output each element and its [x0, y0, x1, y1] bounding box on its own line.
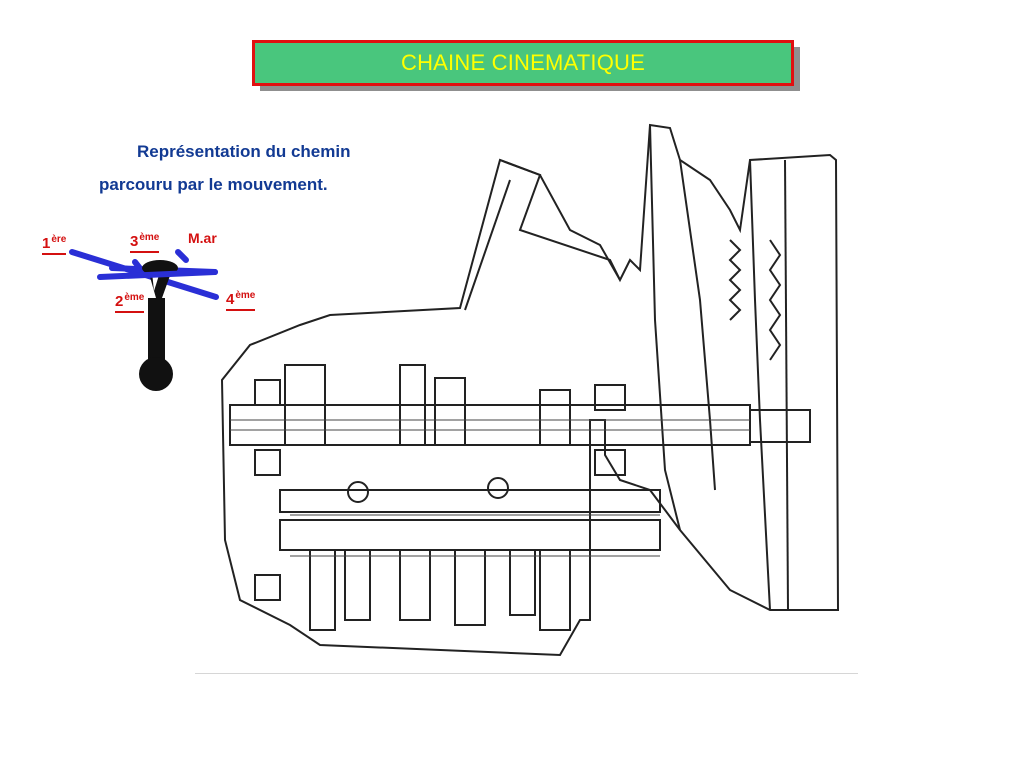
gear-number: 2 — [115, 293, 124, 310]
gear-i — [509, 549, 536, 616]
gear-d — [284, 364, 326, 446]
bearing-3 — [254, 574, 281, 601]
caption-line-1: Représentation du chemin — [137, 142, 351, 161]
gear-suffix: ère — [51, 234, 67, 245]
gear-number: 3 — [130, 233, 139, 250]
gear-number: 1 — [42, 235, 51, 252]
fork-link — [464, 179, 511, 311]
gear-g — [399, 549, 431, 621]
page-title: CHAINE CINEMATIQUE — [401, 50, 645, 75]
gear-a — [399, 364, 426, 446]
bearing-4 — [594, 384, 626, 411]
divider-line — [195, 673, 858, 674]
bell-housing-line — [649, 124, 681, 531]
bearing-2 — [254, 449, 281, 476]
gear-j — [539, 549, 571, 631]
lever-shaft — [148, 298, 165, 370]
pressure-spring — [768, 239, 782, 361]
clutch-plate — [679, 159, 716, 491]
gear-label-third: 3ème — [130, 232, 160, 253]
bearing-5 — [594, 449, 626, 476]
gear-label-second: 2ème — [115, 292, 145, 313]
gearbox-cross-section — [220, 123, 840, 657]
gear-f — [344, 549, 371, 621]
release-fork — [499, 159, 621, 281]
gear-label-reverse: M.ar — [188, 230, 217, 246]
gear-number: 4 — [226, 291, 235, 308]
flywheel-edge — [749, 159, 771, 611]
gear-h — [454, 549, 486, 626]
shift-line-2-3 — [97, 269, 218, 280]
shaft-spline — [749, 409, 811, 443]
gear-e — [309, 549, 336, 631]
gear-lever-icon — [69, 249, 219, 391]
gear-label-fourth: 4ème — [226, 290, 256, 311]
lever-knob — [139, 357, 173, 391]
caption-line-2: parcouru par le mouvement. — [99, 175, 328, 194]
clutch-spring — [728, 239, 742, 321]
bearing-1 — [254, 379, 281, 406]
synchro-sleeve-row — [279, 489, 661, 513]
gear-suffix: ème — [235, 290, 256, 301]
gear-label-first: 1ère — [42, 234, 67, 255]
secondary-shaft — [279, 519, 661, 551]
shift-line-mar — [175, 249, 189, 263]
gear-suffix: ème — [139, 232, 160, 243]
flywheel-rim — [784, 159, 789, 611]
housing-outline — [220, 123, 840, 657]
gear-suffix: ème — [124, 292, 145, 303]
synchro-2 — [487, 477, 509, 499]
title-banner: CHAINE CINEMATIQUE — [252, 40, 794, 86]
gear-c — [539, 389, 571, 446]
primary-shaft — [229, 404, 751, 446]
synchro-1 — [347, 481, 369, 503]
gear-b — [434, 377, 466, 446]
shift-line-3 — [132, 259, 145, 274]
